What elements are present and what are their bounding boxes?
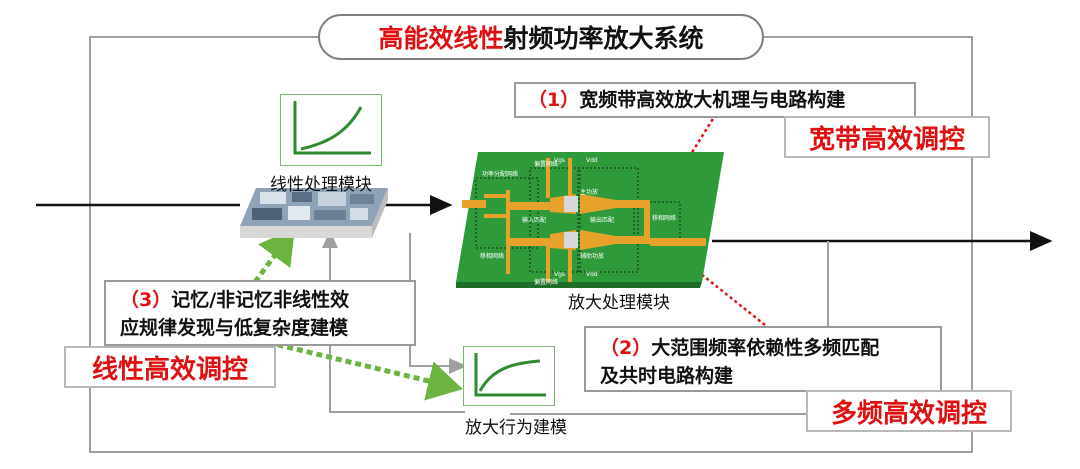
linear-module-chip-image: [240, 188, 388, 238]
research-3-line1: 记忆/非记忆非线性效: [171, 289, 350, 311]
title-highlight: 高能效线性: [378, 24, 504, 53]
pcb-label-vgs-top: Vgs: [554, 157, 565, 164]
green-arrow-up: [252, 227, 295, 284]
pcb-label-output-match: 输出匹配: [590, 216, 614, 224]
research-1-text: 宽频带高效放大机理与电路构建: [579, 89, 846, 111]
pcb-label-bias-bottom: 偏置网络: [534, 278, 558, 286]
curve-icon: [474, 353, 546, 397]
pcb-label-vdd-top: Vdd: [586, 157, 598, 164]
research-3-number: （3）: [120, 289, 172, 311]
pcb-label-vgs-bottom: Vgs: [554, 271, 565, 278]
green-arrow-down: [257, 337, 463, 401]
behavior-module-label: 放大行为建模: [465, 418, 567, 438]
pcb-label-phase-left: 移相网络: [480, 252, 504, 260]
pointer-r2: [674, 252, 766, 326]
wideband-control-label: 宽带高效调控: [784, 116, 990, 158]
page-title: 高能效线性射频功率放大系统: [318, 14, 764, 60]
linear-module-label: 线性处理模块: [270, 175, 372, 195]
pcb-label-phase-right: 移相网络: [652, 214, 676, 222]
research-2-number: （2）: [600, 337, 652, 359]
research-box-3: （3）记忆/非记忆非线性效 应规律发现与低复杂度建模: [104, 280, 416, 346]
linear-curve-thumbnail: [280, 94, 382, 166]
linear-control-label: 线性高效调控: [64, 346, 276, 388]
research-2-line2: 及共时电路构建: [600, 365, 734, 387]
pcb-label-vdd-bottom: Vdd: [586, 271, 598, 278]
research-box-2: （2）大范围频率依赖性多频匹配 及共时电路构建: [584, 326, 942, 392]
behavior-curve-thumbnail: [463, 346, 555, 406]
amplifier-module-label: 放大处理模块: [568, 293, 670, 313]
pcb-label-input-match: 输入匹配: [522, 216, 546, 224]
pcb-label-main-amp: 主功放: [580, 188, 598, 196]
research-1-number: （1）: [528, 89, 580, 111]
amplifier-pcb-board: 功率分配网络 偏置网络 偏置网络 输入匹配 输出匹配 移相网络 移相网络 主功放…: [456, 152, 724, 288]
outer-frame: [89, 36, 973, 453]
pcb-label-aux-amp: 辅助功放: [580, 252, 604, 260]
pcb-label-bias-top: 偏置网络: [534, 160, 558, 168]
pcb-label-power-split: 功率分配网络: [482, 170, 518, 178]
curve-icon: [293, 101, 371, 155]
title-rest: 射频功率放大系统: [503, 24, 704, 53]
research-box-1: （1）宽频带高效放大机理与电路构建: [514, 82, 916, 118]
research-3-line2: 应规律发现与低复杂度建模: [120, 317, 349, 339]
research-2-line1: 大范围频率依赖性多频匹配: [651, 337, 880, 359]
multiband-control-label: 多频高效调控: [806, 390, 1012, 432]
